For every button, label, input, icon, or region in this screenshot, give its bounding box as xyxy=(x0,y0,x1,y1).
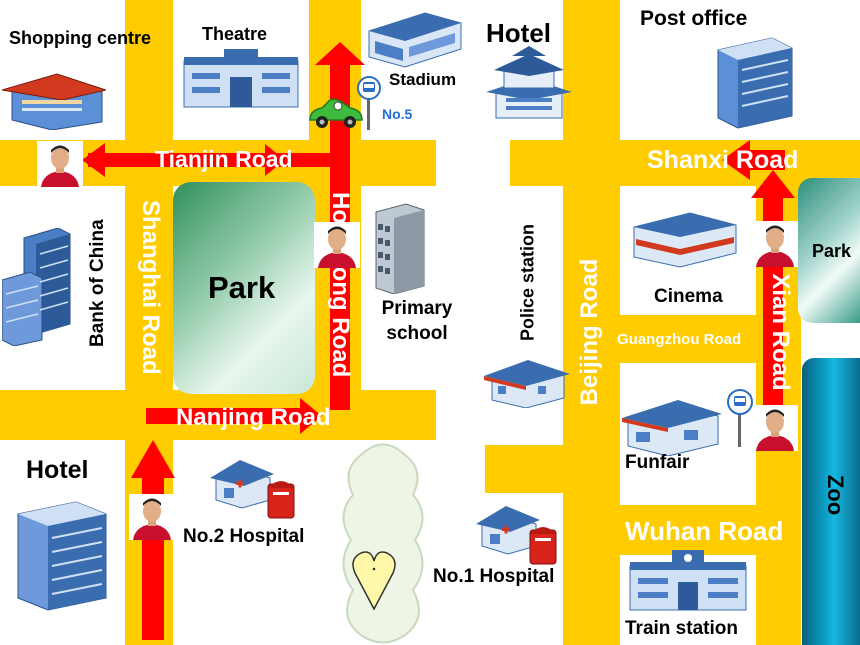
road-label-guangzhou: Guangzhou Road xyxy=(617,331,742,348)
label-shopping-centre: Shopping centre xyxy=(9,28,152,48)
bus-stop-label: No.5 xyxy=(382,106,413,122)
road-label-tianjin: Tianjin Road xyxy=(155,146,293,172)
hotel-top-building-icon xyxy=(486,46,572,119)
post-office-building-icon xyxy=(717,37,793,129)
label-police-station: Police station xyxy=(517,223,538,342)
label-park-right: Park xyxy=(812,241,852,261)
road-label-beijing: Beijing Road xyxy=(576,258,603,406)
label-bank-of-china: Bank of China xyxy=(87,219,108,347)
road-label-wuhan: Wuhan Road xyxy=(625,516,784,546)
label-funfair: Funfair xyxy=(625,452,690,473)
label-theatre: Theatre xyxy=(202,24,268,44)
road-label-xian: Xian Road xyxy=(767,273,794,391)
tree-area xyxy=(342,443,424,644)
primary-school-building-icon xyxy=(375,203,425,294)
park-main-area xyxy=(173,182,315,394)
heart-icon xyxy=(352,551,396,611)
label-post-office: Post office xyxy=(640,7,748,30)
person-icon xyxy=(129,494,175,540)
label-no1-hospital: No.1 Hospital xyxy=(433,566,555,587)
no2-hospital-building-icon xyxy=(210,460,274,509)
funfair-building-icon xyxy=(622,400,722,456)
car-icon xyxy=(309,98,363,128)
bus-stop-icon xyxy=(357,76,381,130)
label-zoo: Zoo xyxy=(823,474,848,516)
label-hotel-left: Hotel xyxy=(26,456,89,484)
no1-hospital-building-icon xyxy=(476,506,540,555)
person-icon xyxy=(752,221,798,267)
theatre-building-icon xyxy=(183,49,299,108)
hotel-left-building-icon xyxy=(17,501,107,611)
bank-of-china-building-icon xyxy=(2,228,71,346)
shopping-centre-building-icon xyxy=(2,73,106,130)
cinema-building-icon xyxy=(633,212,737,268)
road-wuhan-east xyxy=(600,505,800,555)
stadium-building-icon xyxy=(368,12,462,68)
road-label-hongkong: Hongkong Road xyxy=(327,192,354,378)
label-primary-school: Primary school xyxy=(381,298,453,344)
person-icon xyxy=(314,222,360,268)
train-station-building-icon xyxy=(629,550,747,611)
road-label-nanjing: Nanjing Road xyxy=(176,404,331,431)
mailbox-icon xyxy=(529,527,557,565)
person-icon xyxy=(37,141,83,187)
label-park-main: Park xyxy=(208,270,276,305)
label-no2-hospital: No.2 Hospital xyxy=(183,526,305,547)
person-icon xyxy=(752,405,798,451)
park-right-area xyxy=(798,178,860,323)
zoo-area xyxy=(802,358,860,645)
police-station-building-icon xyxy=(484,360,570,408)
road-wuhan xyxy=(485,445,595,493)
bus-stop-icon xyxy=(727,389,753,447)
road-label-shanghai: Shanghai Road xyxy=(137,200,164,375)
road-label-shanxi: Shanxi Road xyxy=(647,146,799,174)
mailbox-icon xyxy=(267,481,295,519)
label-hotel-top: Hotel xyxy=(486,18,551,48)
label-train-station: Train station xyxy=(625,618,738,639)
label-stadium: Stadium xyxy=(389,70,457,89)
label-cinema: Cinema xyxy=(654,286,723,307)
